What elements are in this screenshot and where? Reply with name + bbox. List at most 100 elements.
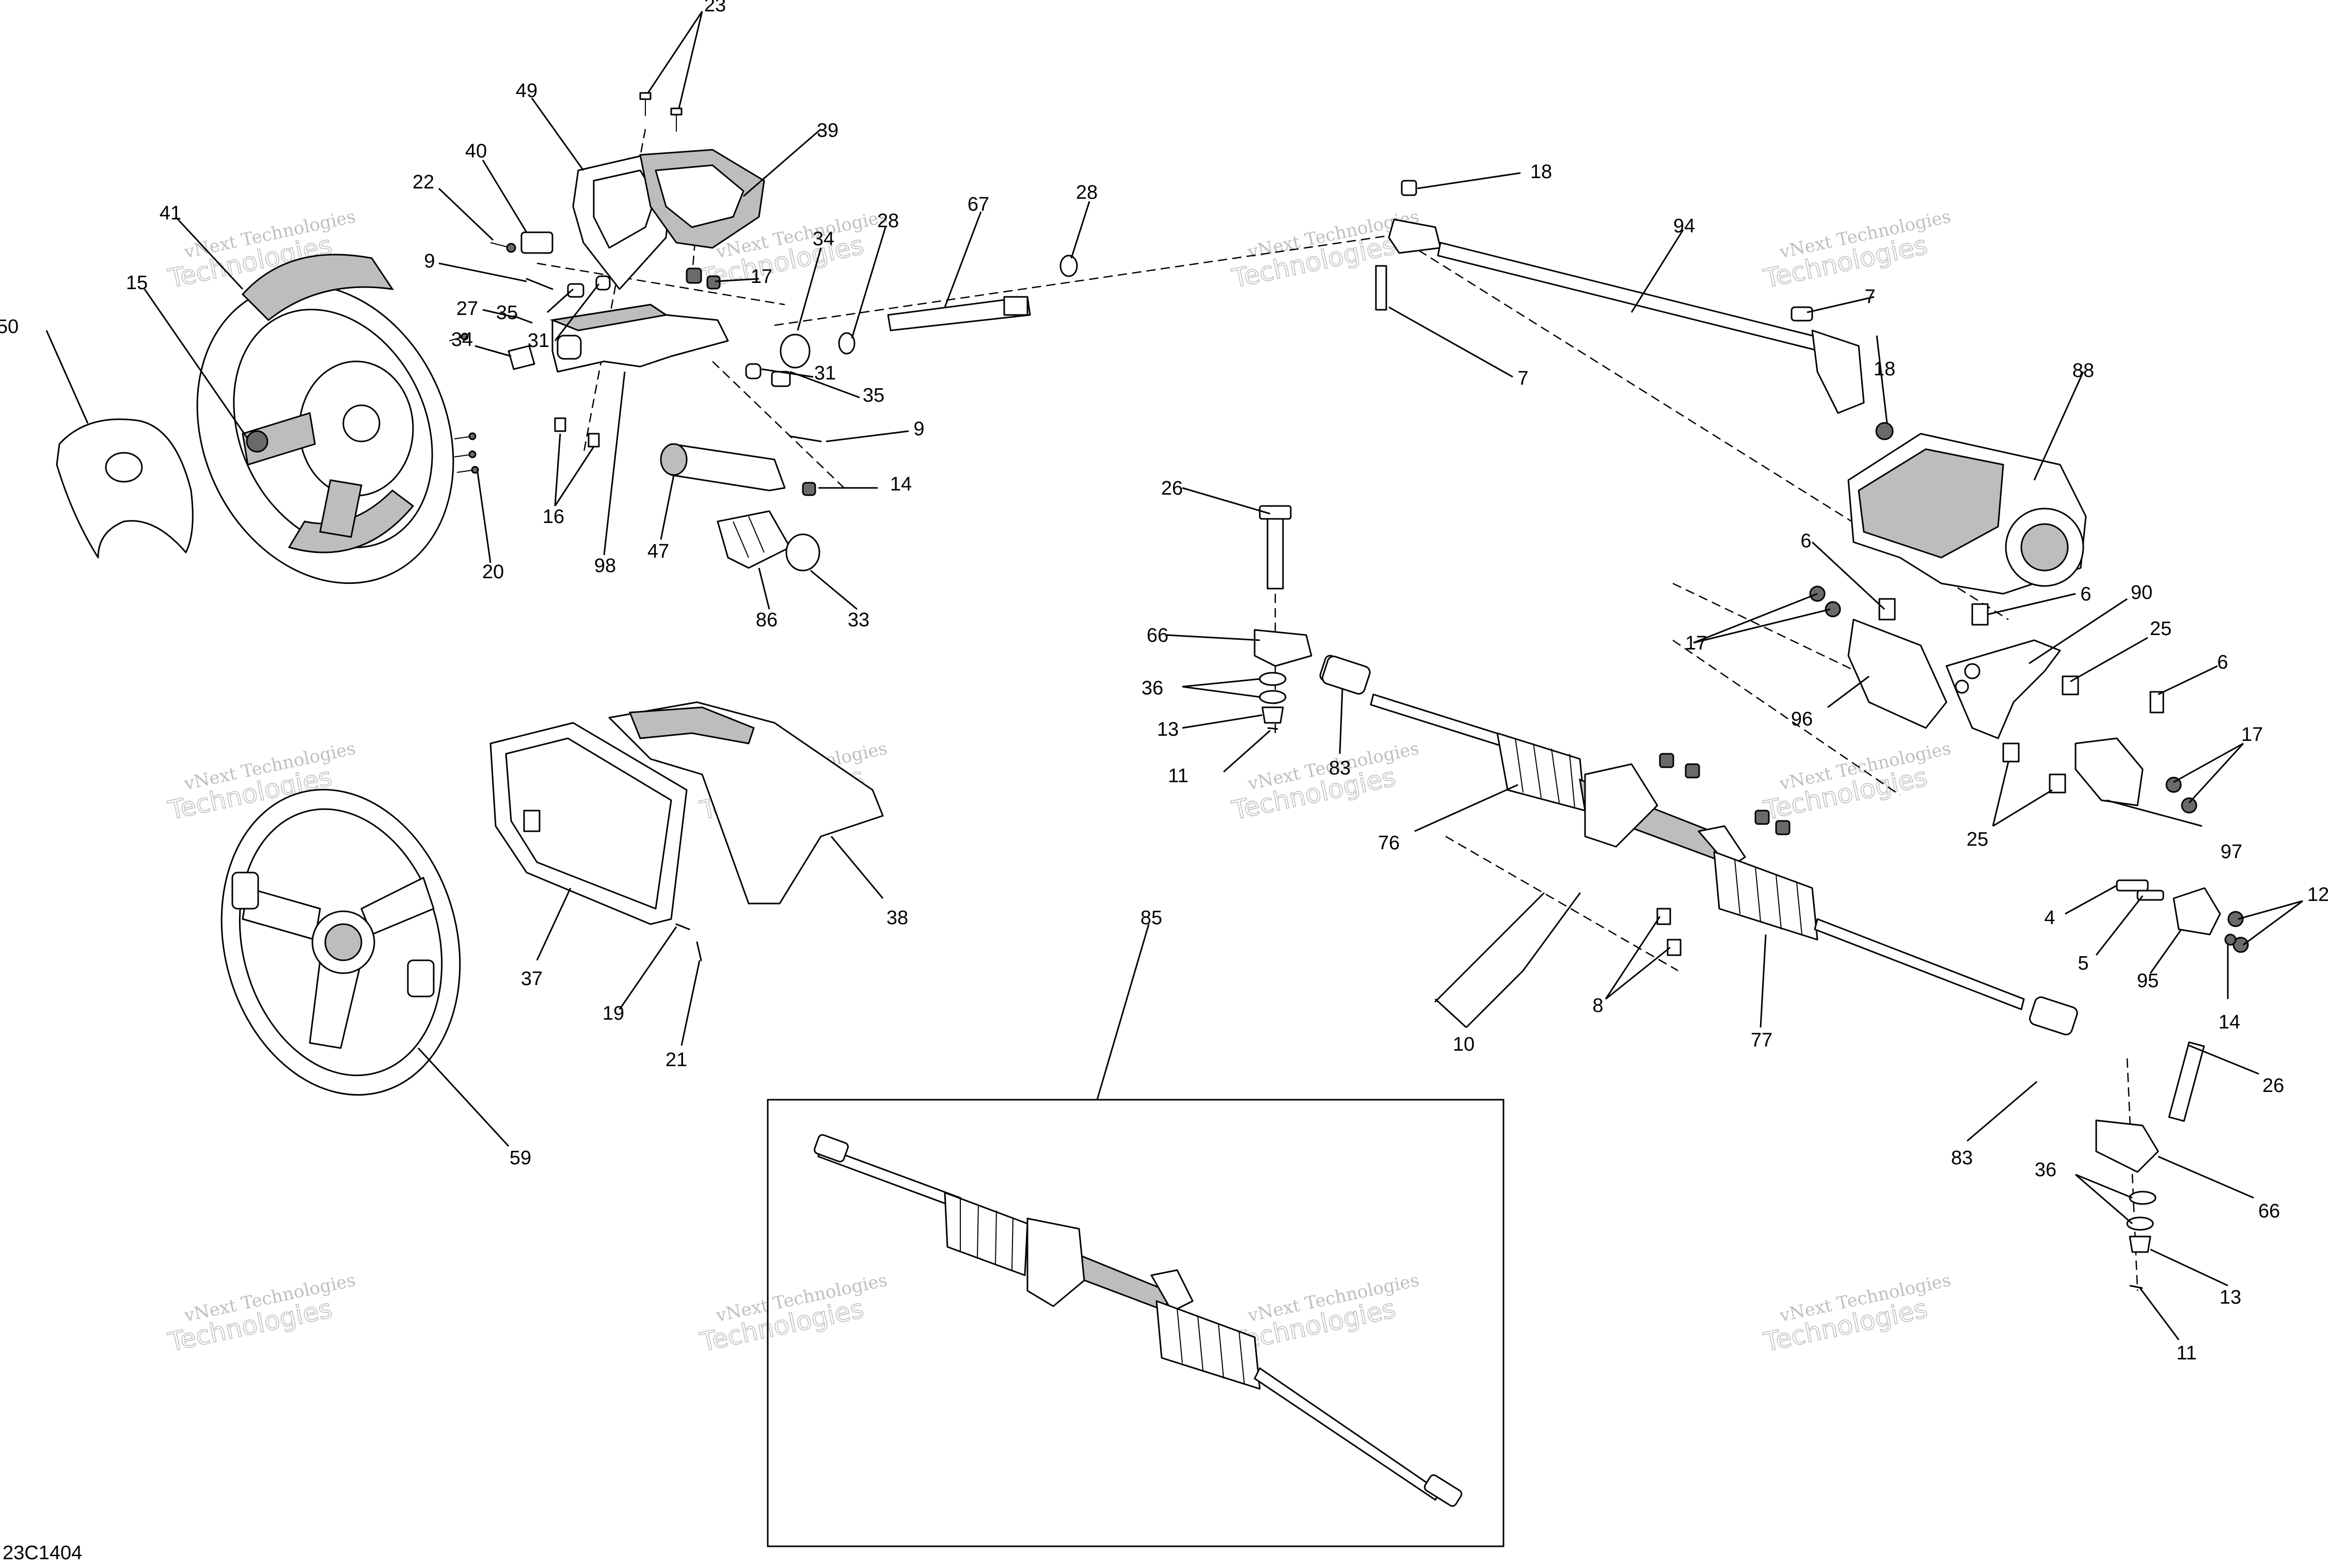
cover-37-clip xyxy=(523,810,541,832)
bolt-4 xyxy=(2116,879,2149,892)
cover-49-window xyxy=(593,169,657,249)
boot-76 xyxy=(1496,732,1586,812)
bolt-5 xyxy=(2136,890,2164,901)
rack-shaft-left xyxy=(1370,693,1514,750)
nut-18b xyxy=(1875,422,1894,440)
clamp-33 xyxy=(785,533,820,572)
callout-21: 21 xyxy=(666,1049,687,1071)
inset-rack-assembly xyxy=(814,1134,1463,1507)
bracket-40 xyxy=(520,231,553,254)
nut-8b xyxy=(1667,939,1682,956)
watermark: vNext Technologies Technologies xyxy=(1761,1270,1953,1358)
watermark: vNext Technologies Technologies xyxy=(697,1270,889,1358)
callout-14: 14 xyxy=(2219,1011,2240,1033)
nut-13b xyxy=(2129,1236,2151,1253)
callout-41: 41 xyxy=(160,202,181,224)
eps-unit-motor-cap xyxy=(2020,523,2069,572)
cotter-11a xyxy=(1267,727,1278,730)
callout-11: 11 xyxy=(1168,765,1188,787)
callout-9: 9 xyxy=(913,418,924,440)
callout-17: 17 xyxy=(751,266,772,288)
callout-86: 86 xyxy=(756,609,778,631)
callout-83: 83 xyxy=(1951,1147,1973,1169)
rack-pinion xyxy=(1584,763,1658,848)
tie-rod-end-66a xyxy=(1254,629,1312,667)
washer-31b xyxy=(745,363,762,379)
washer-31a xyxy=(595,275,611,291)
nut-14a xyxy=(802,482,816,496)
rack-shaft-right xyxy=(1814,918,2025,1010)
alt-wheel-grip-right xyxy=(407,959,435,997)
callout-11: 11 xyxy=(2176,1342,2196,1364)
callout-90: 90 xyxy=(2131,582,2152,604)
nut-35a xyxy=(567,283,584,298)
callout-36: 36 xyxy=(2035,1159,2056,1181)
column-bearing xyxy=(557,335,582,360)
washer-36b-2 xyxy=(2126,1216,2154,1231)
bolt-10b xyxy=(1522,892,1581,972)
bolt-25c xyxy=(2049,773,2066,794)
callout-26: 26 xyxy=(1161,478,1183,499)
callout-12: 12 xyxy=(2307,884,2328,906)
watermark: vNext Technologies Technologies xyxy=(1761,738,1953,826)
diagram-code: 23C1404 xyxy=(3,1542,82,1564)
callout-14: 14 xyxy=(890,473,912,495)
callout-10: 10 xyxy=(1453,1034,1475,1055)
callout-19: 19 xyxy=(603,1003,624,1024)
steering-wheel-nut xyxy=(246,430,268,453)
steering-rack-assembly xyxy=(1319,655,2078,1036)
clip-16b xyxy=(588,433,600,448)
ujoint-upper xyxy=(1388,218,1442,254)
callout-96: 96 xyxy=(1791,708,1813,730)
callout-8: 8 xyxy=(1592,995,1603,1017)
bushing-34b xyxy=(780,334,811,369)
screw-19 xyxy=(675,923,690,930)
intermediate-shaft-assembly xyxy=(1375,180,1894,440)
callout-15: 15 xyxy=(126,272,148,294)
bolt-10a xyxy=(1434,892,1545,1003)
callout-83: 83 xyxy=(1329,757,1351,779)
screw-21 xyxy=(696,941,702,961)
washer-36b-1 xyxy=(2129,1191,2157,1205)
clip-16a xyxy=(554,417,566,432)
callout-26: 26 xyxy=(2262,1075,2284,1097)
eps-unit-housing xyxy=(1858,448,2004,559)
callout-98: 98 xyxy=(594,555,616,577)
bushing-83b xyxy=(2029,996,2078,1036)
column-bracket-top xyxy=(549,304,668,331)
wheel-cover-emblem xyxy=(105,452,143,483)
bolt-26a xyxy=(1266,510,1284,590)
callout-47: 47 xyxy=(647,541,669,562)
callout-34: 34 xyxy=(451,329,473,351)
cover-37-inner xyxy=(505,737,672,910)
washer-36a-1 xyxy=(1259,672,1287,686)
washer-28b xyxy=(1059,255,1078,277)
callout-31: 31 xyxy=(814,362,836,384)
cover-38 xyxy=(608,701,884,905)
callout-37: 37 xyxy=(521,968,543,990)
eps-unit-assembly xyxy=(1809,433,2197,814)
callout-49: 49 xyxy=(516,80,537,102)
callout-85: 85 xyxy=(1141,907,1162,929)
bracket-96 xyxy=(1847,619,1947,729)
boot-86 xyxy=(717,510,791,569)
callout-6: 6 xyxy=(2217,652,2228,673)
shaft-94 xyxy=(1437,242,1824,352)
bolt-26b xyxy=(2168,1041,2205,1122)
tie-rod-end-left xyxy=(1254,505,1312,730)
callout-28: 28 xyxy=(877,210,899,232)
callout-39: 39 xyxy=(817,120,838,141)
alt-wheel-grip-left xyxy=(231,872,259,910)
callout-9: 9 xyxy=(424,250,435,272)
actuator-47-end xyxy=(660,443,688,476)
callout-22: 22 xyxy=(413,171,434,193)
bolt-25b xyxy=(2002,742,2020,763)
callout-35: 35 xyxy=(863,385,884,406)
washer-36a-2 xyxy=(1259,690,1287,704)
lower-column-covers xyxy=(489,701,884,961)
column-bracket-assembly xyxy=(508,255,1078,572)
callout-66: 66 xyxy=(2258,1200,2280,1222)
callout-17: 17 xyxy=(1685,632,1707,654)
inset-frame-85 xyxy=(767,1099,1505,1547)
callout-88: 88 xyxy=(2072,360,2094,382)
